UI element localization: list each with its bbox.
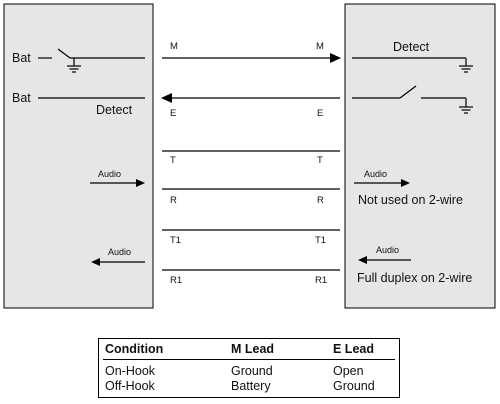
- right-audio-out-arrowhead: [401, 179, 410, 187]
- right-audio-in-label: Audio: [376, 245, 399, 255]
- r-lead-right-label: R: [317, 195, 324, 206]
- table-row: Off-Hook Battery Ground: [99, 379, 399, 394]
- cell-condition: On-Hook: [105, 364, 156, 378]
- cell-condition: Off-Hook: [105, 379, 155, 393]
- header-e-lead: E Lead: [333, 342, 374, 356]
- left-detect-label: Detect: [96, 103, 133, 117]
- t-lead-left-label: T: [170, 155, 176, 166]
- condition-table: Condition M Lead E Lead On-Hook Ground O…: [98, 338, 400, 398]
- full-duplex-note: Full duplex on 2-wire: [357, 271, 472, 285]
- t1-lead-left-label: T1: [170, 235, 181, 246]
- right-bottom-ground-icon: [459, 106, 473, 114]
- table-header-divider: [103, 359, 395, 360]
- left-audio-in-label: Audio: [98, 169, 121, 179]
- cell-e-lead: Open: [333, 364, 364, 378]
- m-lead-right-label: M: [316, 41, 324, 52]
- em-signaling-diagram: Bat Bat Detect Detect M M E E T T R: [3, 3, 496, 309]
- right-bottom-switch-blade: [399, 85, 417, 99]
- e-lead-right-label: E: [317, 108, 323, 119]
- left-equipment-panel: [3, 3, 154, 309]
- left-audio-out-label: Audio: [108, 247, 131, 257]
- table-row: On-Hook Ground Open: [99, 364, 399, 379]
- left-audio-in-arrowhead: [136, 179, 145, 187]
- cell-e-lead: Ground: [333, 379, 375, 393]
- r1-lead-right-label: R1: [315, 275, 327, 286]
- r1-lead-left-label: R1: [170, 275, 182, 286]
- left-bat-bottom-label: Bat: [12, 91, 31, 105]
- cell-m-lead: Ground: [231, 364, 273, 378]
- right-top-ground-icon: [459, 65, 473, 73]
- cell-m-lead: Battery: [231, 379, 271, 393]
- left-bat-top-label: Bat: [12, 51, 31, 65]
- right-equipment-panel: [344, 3, 496, 309]
- t1-lead-right-label: T1: [315, 235, 326, 246]
- right-audio-out-label: Audio: [364, 169, 387, 179]
- left-audio-out-arrowhead: [91, 258, 100, 266]
- right-audio-in-arrowhead: [358, 256, 367, 264]
- m-lead-arrowhead: [330, 53, 341, 63]
- header-m-lead: M Lead: [231, 342, 275, 356]
- not-used-note: Not used on 2-wire: [358, 193, 463, 207]
- table-header-row: Condition M Lead E Lead: [99, 342, 399, 357]
- e-lead-arrowhead: [161, 93, 172, 103]
- r-lead-left-label: R: [170, 195, 177, 206]
- m-lead-left-label: M: [170, 41, 178, 52]
- t-lead-right-label: T: [317, 155, 323, 166]
- right-detect-label: Detect: [393, 40, 430, 54]
- left-top-switch-blade: [57, 48, 71, 59]
- left-top-ground-icon: [67, 65, 81, 73]
- header-condition: Condition: [105, 342, 164, 356]
- e-lead-left-label: E: [170, 108, 176, 119]
